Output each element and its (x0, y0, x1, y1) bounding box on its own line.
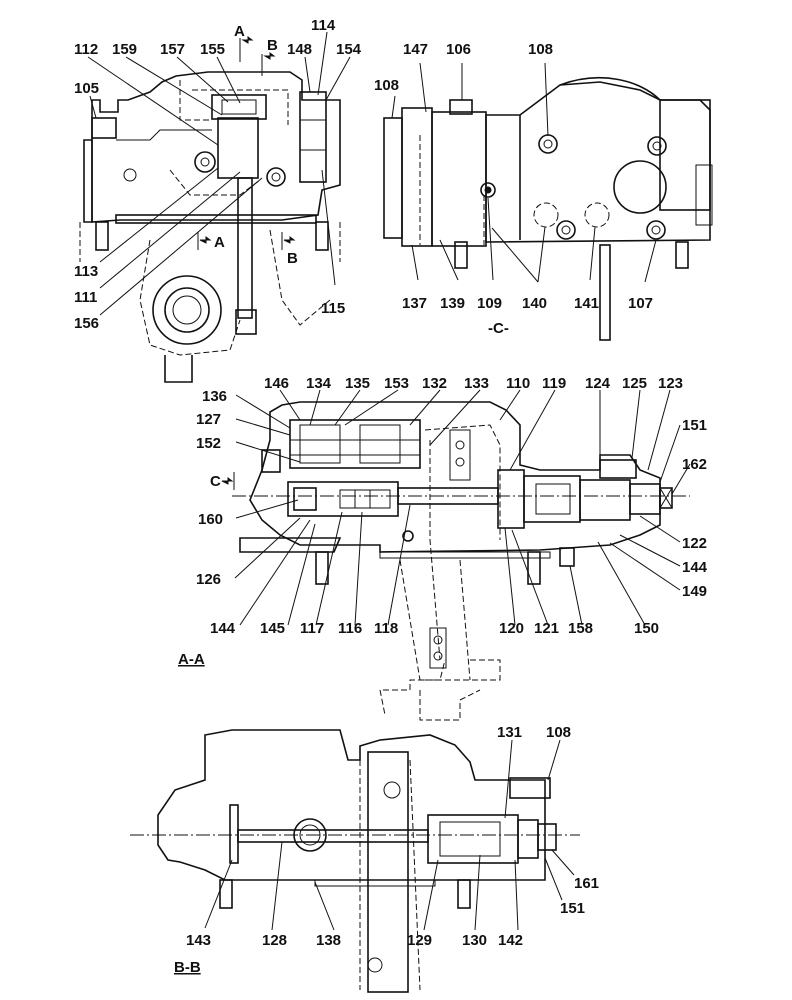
part-label-137: 137 (402, 295, 427, 312)
part-label-153: 153 (384, 375, 409, 392)
part-label-123: 123 (658, 375, 683, 392)
part-label-118: 118 (374, 620, 398, 637)
section-title-aa: A-A (178, 651, 205, 668)
part-label-145: 145 (260, 620, 285, 637)
cut-marker-b-mid: B (287, 250, 298, 267)
part-label-111: 111 (74, 289, 97, 306)
part-label-144: 144 (210, 620, 236, 637)
part-label-121: 121 (534, 620, 559, 637)
part-label-117: 117 (300, 620, 324, 637)
part-label-106: 106 (446, 41, 471, 58)
part-label-122: 122 (682, 535, 707, 552)
part-label-136: 136 (202, 388, 227, 405)
part-label-128: 128 (262, 932, 287, 949)
part-label-148: 148 (287, 41, 312, 58)
part-label-115: 115 (321, 300, 345, 317)
part-label-147: 147 (403, 41, 428, 58)
part-label-130: 130 (462, 932, 487, 949)
part-label-143: 143 (186, 932, 211, 949)
part-label-154: 154 (336, 41, 362, 58)
part-label-138: 138 (316, 932, 341, 949)
part-label-144-right: 144 (682, 559, 708, 576)
part-label-129: 129 (407, 932, 432, 949)
cut-marker-a-mid: A (214, 234, 225, 251)
part-label-125: 125 (622, 375, 647, 392)
part-label-120: 120 (499, 620, 524, 637)
part-label-109: 109 (477, 295, 502, 312)
part-label-162: 162 (682, 456, 707, 473)
part-label-108-bb: 108 (546, 724, 571, 741)
part-label-119: 119 (542, 375, 566, 392)
part-label-110: 110 (506, 375, 530, 392)
cut-marker-a-top: A (234, 23, 245, 40)
section-title-bb: B-B (174, 959, 201, 976)
part-label-135: 135 (345, 375, 370, 392)
part-label-146: 146 (264, 375, 289, 392)
part-label-157: 157 (160, 41, 185, 58)
part-label-151: 151 (682, 417, 707, 434)
part-label-156: 156 (74, 315, 99, 332)
part-label-155: 155 (200, 41, 225, 58)
part-label-105: 105 (74, 80, 99, 97)
part-label-139: 139 (440, 295, 465, 312)
part-label-150: 150 (634, 620, 659, 637)
part-label-160: 160 (198, 511, 223, 528)
part-label-141: 141 (574, 295, 599, 312)
part-label-112: 112 (74, 41, 98, 58)
part-label-151-bb: 151 (560, 900, 585, 917)
section-aa (221, 389, 691, 721)
part-label-127: 127 (196, 411, 221, 428)
part-label-159: 159 (112, 41, 137, 58)
part-label-113: 113 (74, 263, 98, 280)
cut-marker-b-top: B (267, 37, 278, 54)
section-bb (130, 729, 580, 993)
part-label-134: 134 (306, 375, 332, 392)
part-label-140: 140 (522, 295, 547, 312)
part-label-133: 133 (464, 375, 489, 392)
cut-marker-c-left: C (210, 473, 221, 490)
top-left-view (79, 31, 351, 383)
part-label-126: 126 (196, 571, 221, 588)
part-label-114: 114 (311, 17, 336, 34)
part-label-161: 161 (574, 875, 599, 892)
view-label-c: -C- (488, 320, 509, 337)
view-c (383, 62, 713, 341)
part-label-116: 116 (338, 620, 362, 637)
part-label-108: 108 (528, 41, 553, 58)
part-label-132: 132 (422, 375, 447, 392)
part-label-124: 124 (585, 375, 611, 392)
part-labels: 112 159 157 155 148 114 154 105 113 111 … (74, 17, 708, 976)
part-label-152: 152 (196, 435, 221, 452)
part-label-158: 158 (568, 620, 593, 637)
part-label-142: 142 (498, 932, 523, 949)
part-label-149: 149 (682, 583, 707, 600)
part-label-108-left: 108 (374, 77, 399, 94)
part-label-107: 107 (628, 295, 653, 312)
part-label-131: 131 (497, 724, 522, 741)
